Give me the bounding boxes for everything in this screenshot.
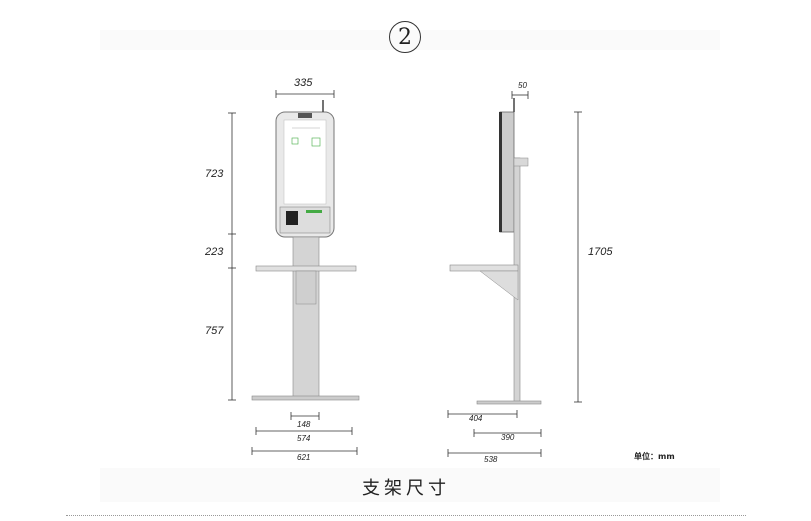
base-plate [251, 395, 360, 401]
front-base-dims [251, 412, 358, 455]
dotted-divider [66, 515, 746, 516]
qr-icon [311, 137, 321, 147]
page-number-badge: 2 [389, 21, 421, 53]
footer-band [100, 468, 720, 502]
kiosk-side [449, 98, 542, 405]
side-base [476, 400, 542, 405]
dim-side-bracket: 390 [501, 433, 515, 442]
dim-total-height: 1705 [588, 246, 613, 258]
side-dims [447, 91, 582, 457]
dim-width-front: 335 [294, 77, 313, 89]
shelf-bracket [479, 270, 519, 301]
dim-side-top: 50 [518, 81, 527, 90]
front-shelf [255, 265, 357, 272]
printer-slot [286, 211, 298, 225]
dim-height-mid: 223 [205, 246, 224, 258]
dim-side-shelf: 404 [469, 414, 483, 423]
dim-base-shelf: 574 [297, 434, 311, 443]
dim-side-base: 538 [484, 455, 498, 464]
kiosk-front [251, 100, 360, 401]
dim-base-column: 148 [297, 420, 311, 429]
screen [283, 119, 327, 205]
dim-height-top: 723 [205, 168, 224, 180]
support-column [292, 236, 320, 398]
side-shelf [449, 264, 519, 272]
side-screen [499, 111, 515, 233]
unit-label: 单位：mm [634, 452, 675, 461]
caption-title: 支架尺寸 [362, 478, 450, 499]
dim-base-plate: 621 [297, 453, 311, 462]
scan-icon [291, 137, 299, 145]
dim-height-low: 757 [205, 325, 224, 337]
front-view [228, 90, 335, 401]
